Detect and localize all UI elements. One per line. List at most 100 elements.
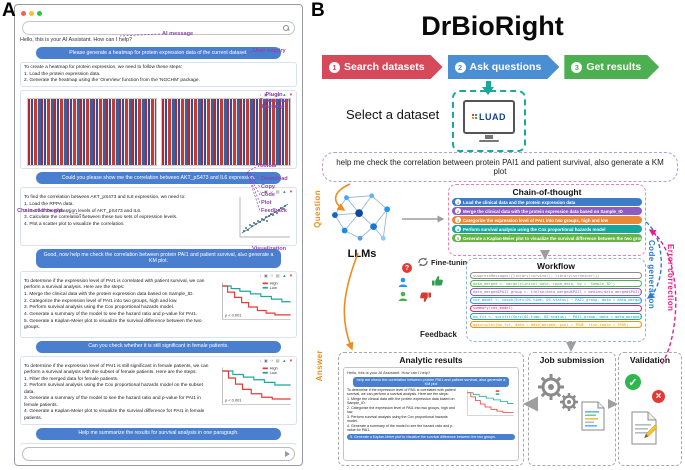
assistant-response-correlation: ↓ ▣ ‹› ▤ ▲ ▼ To find the correlation bet… <box>20 186 297 247</box>
download-icon[interactable]: ↓ <box>259 357 262 363</box>
minimize-window-button[interactable] <box>29 11 34 16</box>
annotation-plot: Plot <box>261 200 272 206</box>
svg-text:High: High <box>270 281 278 286</box>
address-search-bar[interactable] <box>22 21 295 35</box>
response-step: 1. Filter the merged data for female pat… <box>24 376 119 382</box>
response-step: 4. Generate a Kaplan-Meier plot to visua… <box>24 409 205 421</box>
plot-icon[interactable]: ▤ <box>275 188 280 194</box>
response-step: 2. Generate the heatmap using the 'OneVi… <box>24 78 200 84</box>
validation-title: Validation <box>629 355 671 365</box>
figure-toolbar: ↓ ▣ ‹› ▤ ▲ ▼ <box>24 91 293 97</box>
close-window-button[interactable] <box>21 11 26 16</box>
annotation-code: Code <box>261 192 275 198</box>
monitor-base <box>479 139 499 143</box>
response-intro: To determine if the expression level of … <box>24 278 205 291</box>
select-dataset-label: Select a dataset <box>346 107 440 122</box>
plot-icon[interactable]: ▤ <box>275 272 280 278</box>
scatter-plot[interactable] <box>231 195 293 243</box>
fine-tuning-label: Fine-tuning <box>431 258 472 267</box>
response-step: 1. Merge the clinical data with the prot… <box>24 291 194 297</box>
down-arrow <box>486 81 491 87</box>
check-icon: ✓ <box>625 374 641 390</box>
thumbs-down-icon[interactable]: ▼ <box>288 272 293 278</box>
chain-of-thought-box: Chain-of-thought 1 Load the clinical dat… <box>448 184 646 256</box>
svg-text:p < 0.001: p < 0.001 <box>225 312 241 317</box>
dataset-box: LUAD <box>452 90 526 152</box>
response-step: 3. Calculate the correlation between the… <box>24 215 178 221</box>
protein-heatmap-left[interactable] <box>26 98 157 167</box>
mini-highlighted-step: 5. Generate a Kaplan-Meier plot to visua… <box>347 434 515 441</box>
thumbs-up-icon <box>432 276 443 286</box>
response-step: 2. Perform survival analysis using the C… <box>24 383 203 395</box>
annotation-visualization: Visualization <box>252 246 287 252</box>
code-generation-label: Code generation <box>647 240 656 310</box>
thumbs-up-icon[interactable]: ▲ <box>282 91 287 97</box>
gears-icon <box>538 374 578 411</box>
user-message-heatmap: Please generate a heatmap for protein ex… <box>36 47 281 59</box>
thumbs-down-icon[interactable]: ▼ <box>288 91 293 97</box>
plot-icon[interactable]: ▤ <box>275 91 280 97</box>
annotation-toolbar: Toolbar <box>257 163 278 169</box>
cross-icon: × <box>652 390 665 403</box>
download-icon[interactable]: ↓ <box>259 272 262 278</box>
km-plot[interactable]: High Low p < 0.001 <box>213 279 293 335</box>
cot-step: 2 Merge the clinical data with the prote… <box>452 207 642 215</box>
km-plot-female[interactable]: High Low p < 0.001 <box>213 364 293 420</box>
response-intro: To create a heatmap for protein expressi… <box>24 64 183 70</box>
question-flow-label: Question <box>313 190 322 228</box>
user-question-bubble: help me check the correlation between pr… <box>322 152 678 182</box>
error-correction-label: Error correction <box>666 244 675 312</box>
code-icon[interactable]: ‹› <box>270 91 274 97</box>
annotation-user-inquiry: User inquiry <box>253 48 286 54</box>
thumbs-down-icon[interactable]: ▼ <box>288 188 293 194</box>
copy-icon[interactable]: ▣ <box>263 91 268 97</box>
mini-km-plot <box>467 390 514 416</box>
heatmap-pixels-icon <box>472 114 477 120</box>
chat-area: Hello, this is your AI Assistant. How ca… <box>20 36 297 445</box>
figure-toolbar: ↓ ▣ ‹› ▤ ▲ ▼ <box>24 357 293 363</box>
code-icon[interactable]: ‹› <box>270 357 274 363</box>
annotation-copy: Copy <box>261 184 275 190</box>
chat-input[interactable] <box>22 447 295 461</box>
user-message-summarize: Help me summarize the results for surviv… <box>36 427 281 440</box>
copy-icon[interactable]: ▣ <box>263 272 268 278</box>
step-number-badge: 1 <box>329 62 340 73</box>
window-titlebar <box>15 5 302 19</box>
svg-text:Low: Low <box>270 285 277 290</box>
thumbs-down-icon <box>420 292 431 302</box>
assistant-response-summary: Based on the survival analysis, the expr… <box>20 442 297 445</box>
thumbs-up-icon[interactable]: ▲ <box>282 357 287 363</box>
dataset-name: LUAD <box>479 111 506 122</box>
workflow-code-line: data_merged <- merge(clinical_data, rppa… <box>470 280 642 288</box>
ai-greeting: Hello, this is your AI Assistant. How ca… <box>20 37 133 43</box>
workflow-box: Workflow suppressMessages({library(survi… <box>466 258 646 342</box>
answer-flow-label: Answer <box>315 350 324 382</box>
copy-icon[interactable]: ▣ <box>263 357 268 363</box>
workflow-code-line: cox_model <- coxph(Surv(OS.time, OS.stat… <box>470 296 642 304</box>
thumbs-down-icon[interactable]: ▼ <box>288 357 293 363</box>
step-number-badge: 2 <box>455 62 466 73</box>
code-icon[interactable]: ‹› <box>270 188 274 194</box>
user-icon-blue <box>398 277 408 287</box>
workflow-title: Workflow <box>536 261 576 271</box>
llms-label: LLMs <box>347 248 377 260</box>
panel-b-label: B <box>311 0 325 21</box>
thumbs-up-icon[interactable]: ▲ <box>282 188 287 194</box>
thumbs-up-icon[interactable]: ▲ <box>282 272 287 278</box>
download-icon[interactable]: ↓ <box>259 91 262 97</box>
workflow-code-line: km_fit <- survfit(Surv(OS.time, OS.statu… <box>470 312 642 321</box>
maximize-window-button[interactable] <box>37 11 42 16</box>
response-step: 3. Perform survival analysis using the C… <box>24 305 175 311</box>
code-icon[interactable]: ‹› <box>270 272 274 278</box>
annotation-feedback: Feedback <box>261 208 287 214</box>
plot-icon[interactable]: ▤ <box>275 357 280 363</box>
protein-heatmap-right[interactable] <box>160 98 291 167</box>
code-document-icon <box>581 401 605 431</box>
send-icon[interactable] <box>285 451 290 457</box>
download-icon[interactable]: ↓ <box>259 188 262 194</box>
copy-icon[interactable]: ▣ <box>263 188 268 194</box>
analytic-results-box: Analytic results Hello, this is your AI … <box>338 352 524 466</box>
mini-user-message: help me check the correlation between pr… <box>353 376 509 387</box>
response-step: 5. Generate a Kaplan-Meier plot to visua… <box>24 318 202 330</box>
